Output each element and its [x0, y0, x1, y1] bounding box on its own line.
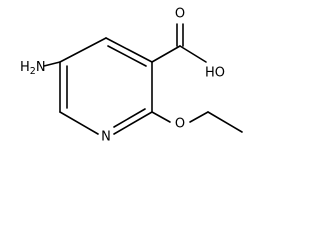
- ether-oxygen-label: O: [175, 117, 185, 132]
- bond-ether-o-ch2: [189, 111, 209, 123]
- bond-c2-n1-inner: [113, 108, 146, 128]
- carbonyl-oxygen-label: O: [175, 7, 185, 22]
- hydroxyl-label: HO: [205, 66, 225, 81]
- chemical-structure: H2N N O O HO: [20, 7, 243, 145]
- bond-ch2-ch3: [207, 111, 243, 133]
- bond-c3-c3-inner: [107, 45, 147, 67]
- bond-c2-ether-o: [151, 111, 171, 123]
- bond-c3-carboxyl: [151, 45, 181, 63]
- ring-nitrogen-label: N: [101, 130, 111, 145]
- bond-c5-amino: [43, 61, 61, 67]
- bond-n1-c6: [59, 111, 99, 135]
- amino-label: H2N: [20, 60, 46, 77]
- bond-carboxyl-oh: [179, 45, 207, 63]
- bond-c2-n1: [113, 111, 153, 135]
- bond-c5-c4: [59, 37, 107, 63]
- bond-c4-c3: [105, 37, 153, 63]
